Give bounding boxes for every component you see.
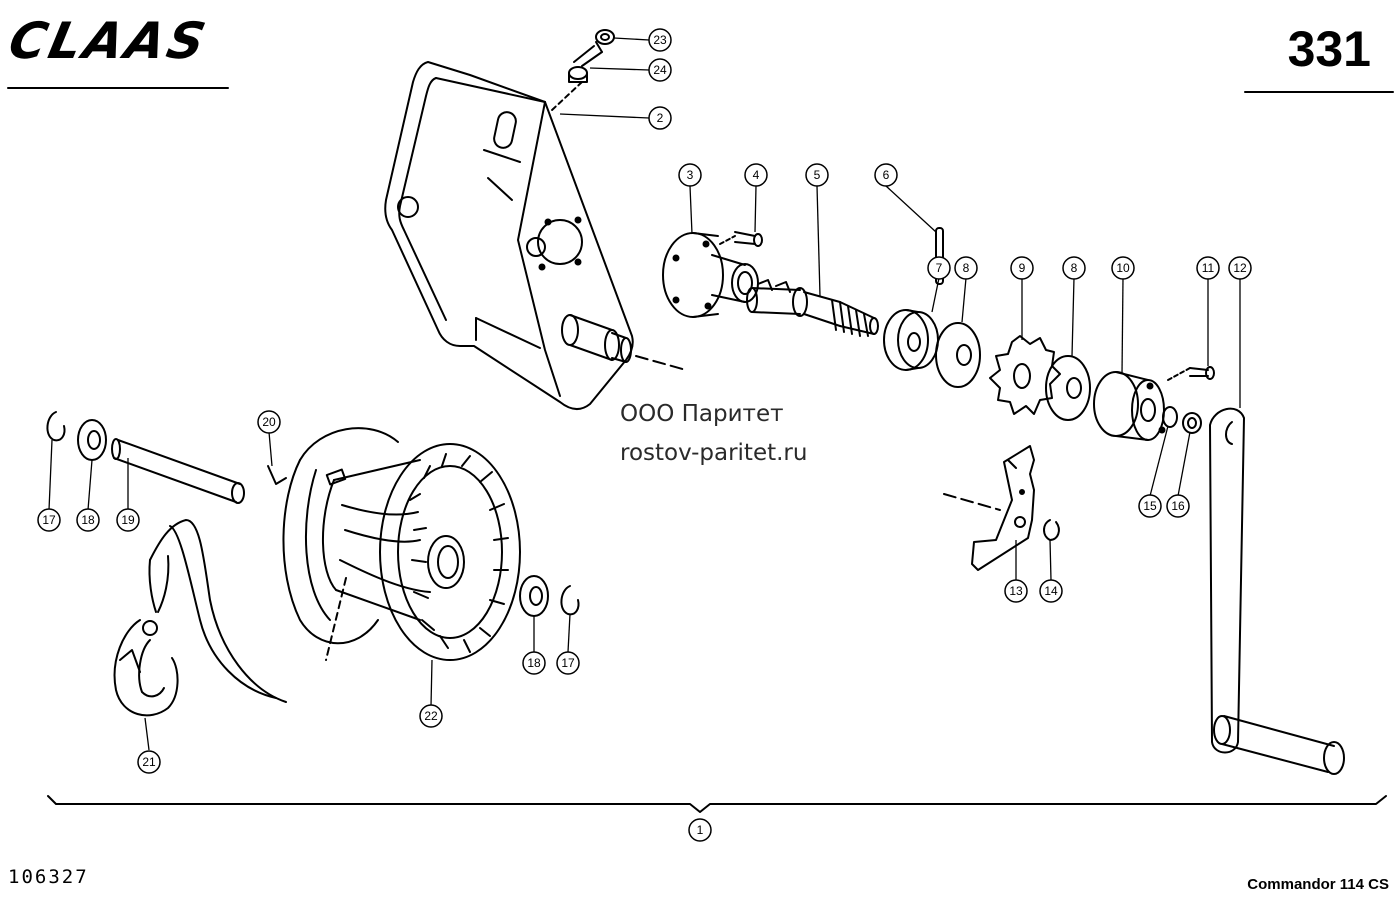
axle-pin-part [111, 438, 245, 504]
callout-16: 16 [1171, 499, 1185, 513]
worm-shaft-part [746, 279, 879, 337]
callout-19: 19 [121, 513, 135, 527]
callout-14: 14 [1044, 584, 1058, 598]
callout-17b: 17 [561, 656, 575, 670]
washer-small-part [595, 29, 615, 45]
callout-6: 6 [883, 168, 890, 182]
key-pin-part [935, 227, 944, 285]
nut-part [1182, 412, 1202, 434]
callout-1: 1 [697, 823, 704, 837]
drum-axis-line [325, 577, 347, 661]
circlip-part-17a [46, 411, 66, 442]
screw-part-4 [719, 231, 763, 247]
callout-10: 10 [1116, 261, 1130, 275]
bolt-part [568, 41, 603, 83]
crank-handle-part [1209, 407, 1345, 775]
callout-4: 4 [753, 168, 760, 182]
assembly-bracket [47, 795, 1387, 813]
callout-15: 15 [1143, 499, 1157, 513]
callout-12: 12 [1233, 261, 1247, 275]
callout-18a: 18 [81, 513, 95, 527]
callout-17a: 17 [42, 513, 56, 527]
callout-21: 21 [142, 755, 156, 769]
axis-line-pawl [943, 493, 1001, 511]
key-part-20 [267, 465, 287, 485]
callout-8a: 8 [963, 261, 970, 275]
screw-part-11 [1167, 366, 1215, 381]
watermark-company: ООО Паритет [620, 401, 784, 427]
winch-drum-part [282, 427, 521, 661]
washer-part-8b [1045, 355, 1091, 421]
callout-23: 23 [653, 33, 667, 47]
callout-8b: 8 [1071, 261, 1078, 275]
callout-11: 11 [1202, 261, 1215, 275]
watermark-website: rostov-paritet.ru [620, 440, 808, 466]
callout-22: 22 [424, 709, 438, 723]
washer-part-18b [519, 575, 549, 617]
callout-2: 2 [657, 111, 664, 125]
bolt-axis [551, 81, 583, 111]
model-name: Commandor 114 CS [1247, 876, 1389, 893]
page-number: 331 [1287, 21, 1371, 77]
hook-and-cable-part [113, 519, 287, 717]
circlip-part-14 [1043, 519, 1060, 541]
washer-part-8a [935, 322, 981, 388]
leader-lines [48, 37, 1241, 751]
circlip-part-17b [560, 585, 580, 616]
callout-circles [37, 28, 1252, 842]
washer-part-18a [77, 419, 107, 461]
bearing-flange-part [662, 232, 759, 318]
ratchet-wheel-part [989, 335, 1061, 415]
callout-5: 5 [814, 168, 821, 182]
pawl-part [971, 445, 1035, 571]
callout-7: 7 [936, 261, 943, 275]
callout-20: 20 [262, 415, 276, 429]
callout-18b: 18 [527, 656, 541, 670]
callout-24: 24 [653, 63, 667, 77]
axis-line-bracket [635, 355, 687, 371]
drawing-code: 106327 [8, 866, 89, 888]
callout-9: 9 [1019, 261, 1026, 275]
callout-3: 3 [687, 168, 694, 182]
callout-13: 13 [1009, 584, 1023, 598]
hub-part [1093, 371, 1166, 441]
thrust-washer-part [883, 309, 939, 371]
bracket-plate-part [384, 61, 634, 410]
bracket-stud [561, 314, 632, 363]
lock-washer-part [1162, 406, 1178, 428]
